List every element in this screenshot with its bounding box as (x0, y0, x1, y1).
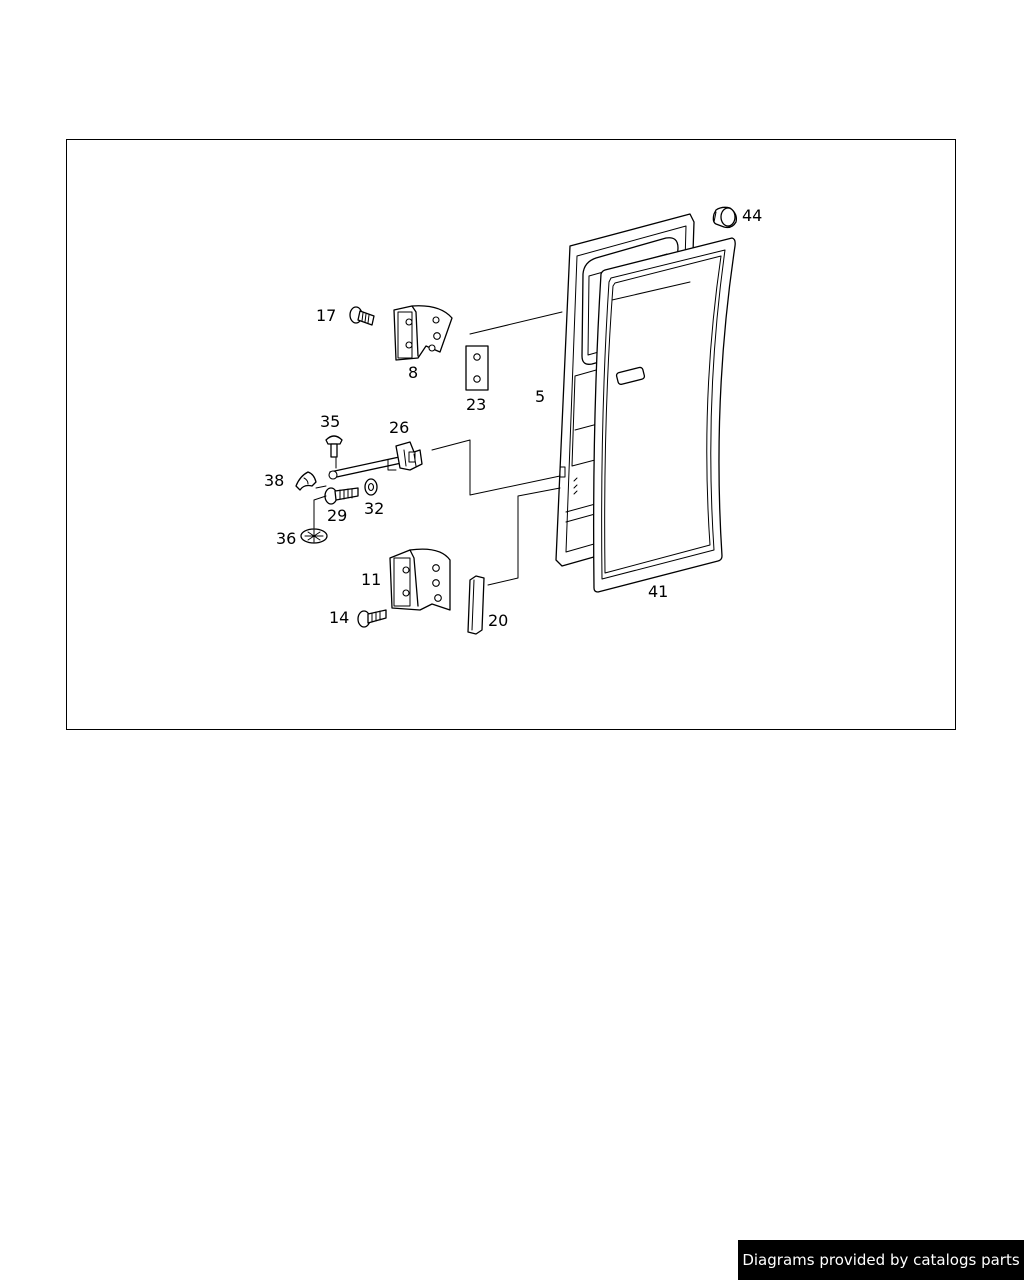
part-17-bolt[interactable] (349, 306, 375, 326)
part-23-plate[interactable] (465, 345, 489, 391)
part-35-pin[interactable] (325, 435, 343, 458)
label-23: 23 (466, 395, 486, 414)
label-11: 11 (361, 570, 381, 589)
label-29: 29 (327, 506, 347, 525)
part-8-upper-hinge[interactable] (393, 305, 453, 361)
footer-credit-banner: Diagrams provided by catalogs parts (738, 1240, 1024, 1280)
part-14-bolt[interactable] (357, 609, 387, 628)
leader-lines (313, 311, 563, 586)
part-41-door-seal[interactable] (592, 237, 736, 593)
label-38: 38 (264, 471, 284, 490)
label-32: 32 (364, 499, 384, 518)
part-labels: 5 8 11 14 17 20 23 26 29 32 35 36 38 41 … (264, 206, 762, 630)
label-17: 17 (316, 306, 336, 325)
label-35: 35 (320, 412, 340, 431)
part-11-lower-hinge[interactable] (389, 548, 451, 611)
part-32-washer[interactable] (364, 478, 378, 496)
label-36: 36 (276, 529, 296, 548)
part-38-clip[interactable] (295, 471, 317, 491)
label-26: 26 (389, 418, 409, 437)
part-20-cover[interactable] (467, 575, 485, 635)
diagram-frame (66, 139, 956, 730)
label-8: 8 (408, 363, 418, 382)
part-29-bolt[interactable] (324, 487, 359, 505)
part-44-plug[interactable] (712, 206, 738, 229)
label-41: 41 (648, 582, 668, 601)
label-20: 20 (488, 611, 508, 630)
part-36-buffer[interactable] (300, 528, 328, 544)
label-5: 5 (535, 387, 545, 406)
part-26-check-strap[interactable] (328, 441, 423, 480)
label-44: 44 (742, 206, 762, 225)
label-14: 14 (329, 608, 349, 627)
